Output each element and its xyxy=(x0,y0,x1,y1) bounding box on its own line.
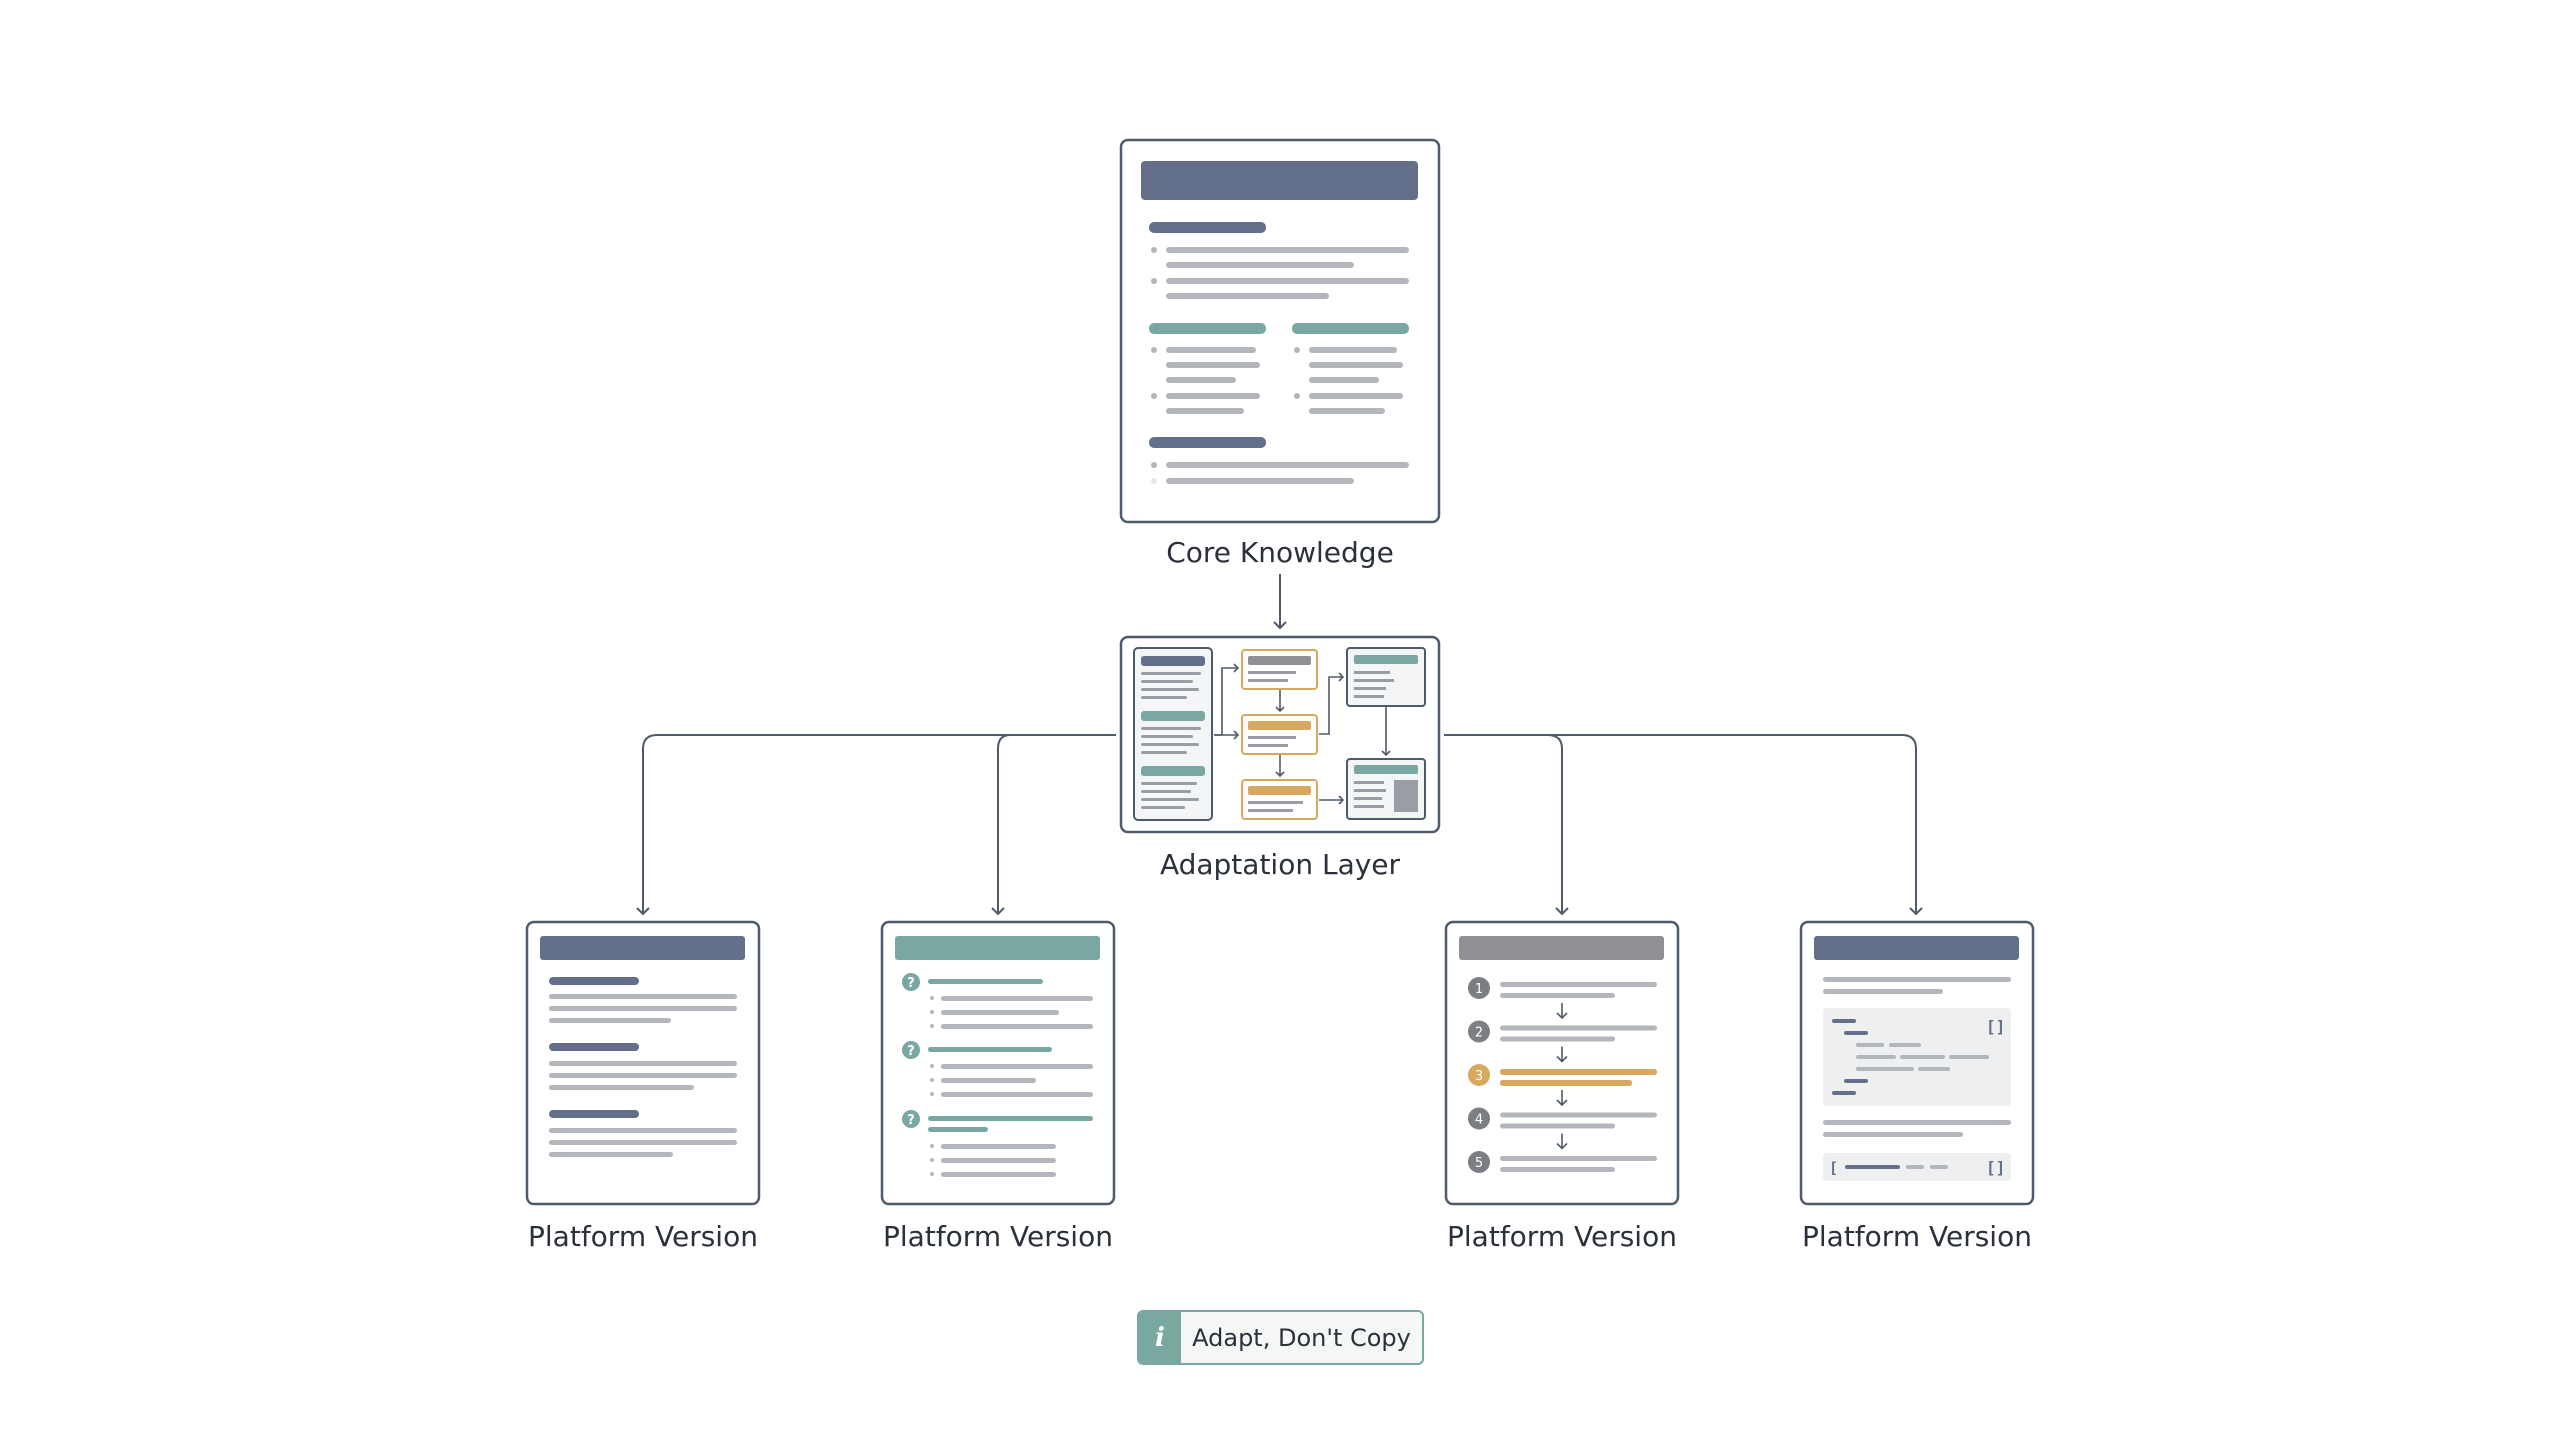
step-text-line xyxy=(1500,1036,1615,1042)
step-arrow xyxy=(1556,1003,1568,1020)
step-number-badge xyxy=(1468,977,1490,999)
question-icon: ? xyxy=(902,1110,920,1128)
platform-version-label: Platform Version xyxy=(528,1220,758,1253)
svg-text:?: ? xyxy=(907,1044,915,1059)
step-arrow xyxy=(1556,1090,1568,1107)
step-number: 1 xyxy=(1475,982,1483,997)
step-number: 2 xyxy=(1475,1026,1483,1041)
platform-1-document xyxy=(525,920,761,1206)
platform-version-label: Platform Version xyxy=(1447,1220,1677,1253)
connector-to-platform-2 xyxy=(991,734,1011,916)
platform-version-label: Platform Version xyxy=(883,1220,1113,1253)
connector-to-platform-4 xyxy=(1548,734,1923,916)
platform-3-document: 1 2 3 4 5 xyxy=(1444,920,1680,1206)
step-number-badge xyxy=(1468,1107,1490,1130)
step-number: 3 xyxy=(1475,1069,1483,1084)
adaptation-layer-label: Adaptation Layer xyxy=(1159,848,1401,881)
step-number-badge xyxy=(1468,1151,1490,1173)
question-icon: ? xyxy=(902,973,920,991)
core-knowledge-label: Core Knowledge xyxy=(1166,536,1394,569)
step-arrow xyxy=(1556,1046,1568,1063)
step-text-line xyxy=(1500,1069,1657,1075)
core-knowledge-document xyxy=(1119,138,1441,524)
step-text-line xyxy=(1500,1080,1632,1086)
svg-text:?: ? xyxy=(907,976,915,991)
connector-to-platform-3 xyxy=(1444,734,1569,916)
callout-text: Adapt, Don't Copy xyxy=(1192,1323,1411,1352)
connector-to-platform-1 xyxy=(636,734,1116,916)
question-icon: ? xyxy=(902,1041,920,1059)
step-text-line xyxy=(1500,1025,1657,1031)
connectors xyxy=(636,574,1923,916)
info-icon: i xyxy=(1139,1312,1181,1363)
step-text-line xyxy=(1500,1123,1615,1129)
step-number: 5 xyxy=(1475,1156,1483,1171)
step-number-badge xyxy=(1468,1020,1490,1043)
platform-version-label: Platform Version xyxy=(1802,1220,2032,1253)
adaptation-layer-diagram xyxy=(1119,635,1441,834)
platform-4-document: [] [ [] xyxy=(1799,920,2035,1206)
step-text-line xyxy=(1500,1156,1657,1161)
step-text-line xyxy=(1500,993,1615,998)
platform-2-document: ? ? ? xyxy=(880,920,1116,1206)
callout-note: i Adapt, Don't Copy xyxy=(1137,1310,1424,1365)
svg-text:[: [ xyxy=(1829,1159,1838,1177)
step-text-line xyxy=(1500,982,1657,987)
step-text-line xyxy=(1500,1167,1615,1172)
step-list: 1 2 3 4 5 xyxy=(1468,977,1657,1173)
copy-bracket-icon: [] xyxy=(1986,1017,2005,1036)
step-number: 4 xyxy=(1475,1113,1483,1128)
step-text-line xyxy=(1500,1112,1657,1118)
step-arrow xyxy=(1556,1133,1568,1150)
svg-text:?: ? xyxy=(907,1113,915,1128)
copy-bracket-icon: [] xyxy=(1986,1158,2005,1177)
step-number-badge xyxy=(1468,1064,1490,1086)
